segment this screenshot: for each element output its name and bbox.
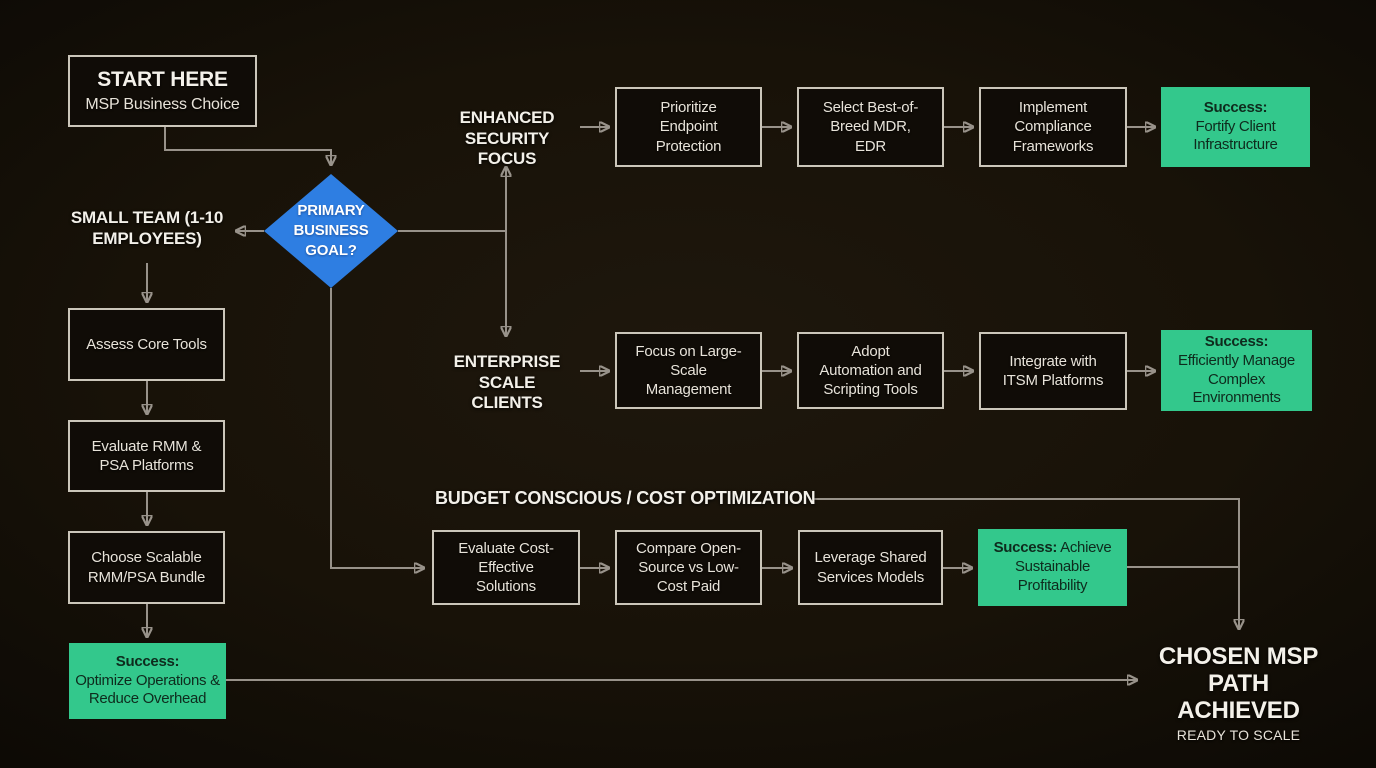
- success-text: Achieve Sustainable Profitability: [1014, 539, 1112, 594]
- label-enterprise-scale-clients: ENTERPRISE SCALE CLIENTS: [453, 352, 561, 413]
- success-text: Optimize Operations & Reduce Overhead: [75, 671, 220, 708]
- node-label: Select Best-of-Breed MDR, EDR: [822, 99, 919, 155]
- node-label: Compare Open-Source vs Low-Cost Paid: [636, 539, 741, 596]
- node-label: Implement Compliance Frameworks: [1012, 99, 1094, 155]
- node-choose-scalable-bundle: Choose Scalable RMM/PSA Bundle: [68, 531, 225, 604]
- node-label: Leverage Shared Services Models: [814, 549, 927, 586]
- label-chosen-msp-path: CHOSEN MSP PATH ACHIEVED READY TO SCALE: [1146, 643, 1331, 743]
- label-budget-conscious-header: BUDGET CONSCIOUS / COST OPTIMIZATION: [435, 488, 816, 508]
- node-assess-core-tools: Assess Core Tools: [68, 308, 225, 381]
- start-subtitle: MSP Business Choice: [85, 96, 240, 114]
- node-integrate-itsm-platforms: Integrate with ITSM Platforms: [979, 332, 1127, 410]
- decision-label: PRIMARY BUSINESS GOAL?: [293, 202, 369, 259]
- node-focus-large-scale-management: Focus on Large-Scale Management: [615, 332, 762, 409]
- node-evaluate-rmm-psa: Evaluate RMM & PSA Platforms: [68, 420, 225, 492]
- success-fortify-client-infrastructure: Success: Fortify Client Infrastructure: [1161, 87, 1310, 167]
- label-enhanced-security-focus: ENHANCED SECURITY FOCUS: [459, 108, 555, 169]
- node-start: START HERE MSP Business Choice: [68, 55, 257, 127]
- node-label: Evaluate Cost-Effective Solutions: [458, 539, 554, 596]
- node-label: Assess Core Tools: [86, 335, 207, 353]
- success-prefix: Success:: [115, 652, 180, 670]
- node-select-best-of-breed: Select Best-of-Breed MDR, EDR: [797, 87, 944, 167]
- node-label: Choose Scalable RMM/PSA Bundle: [87, 549, 206, 586]
- success-prefix: Success:: [1203, 98, 1268, 116]
- node-adopt-automation-scripting: Adopt Automation and Scripting Tools: [797, 332, 944, 409]
- node-leverage-shared-services: Leverage Shared Services Models: [798, 530, 943, 605]
- node-compare-open-source: Compare Open-Source vs Low-Cost Paid: [615, 530, 762, 605]
- node-implement-compliance-frameworks: Implement Compliance Frameworks: [979, 87, 1127, 167]
- node-label: Evaluate RMM & PSA Platforms: [91, 437, 202, 474]
- success-efficiently-manage-environments: Success: Efficiently Manage Complex Envi…: [1161, 330, 1312, 411]
- end-subtitle: READY TO SCALE: [1176, 727, 1301, 744]
- success-prefix: Success:: [993, 539, 1058, 557]
- start-title: START HERE: [97, 67, 228, 91]
- success-text: Fortify Client Infrastructure: [1193, 117, 1278, 154]
- node-label: Adopt Automation and Scripting Tools: [819, 342, 922, 399]
- node-label: Prioritize Endpoint Protection: [655, 99, 722, 155]
- node-label: Focus on Large-Scale Management: [635, 342, 742, 399]
- success-prefix: Success:: [1204, 333, 1269, 350]
- end-title: CHOSEN MSP PATH ACHIEVED: [1158, 643, 1319, 725]
- node-label: Integrate with ITSM Platforms: [1002, 352, 1104, 389]
- node-evaluate-cost-effective: Evaluate Cost-Effective Solutions: [432, 530, 580, 605]
- success-achieve-sustainable-profitability: Success: Achieve Sustainable Profitabili…: [978, 529, 1127, 606]
- success-text: Efficiently Manage Complex Environments: [1178, 351, 1295, 407]
- label-small-team: SMALL TEAM (1-10 EMPLOYEES): [70, 208, 224, 248]
- success-optimize-operations: Success: Optimize Operations & Reduce Ov…: [69, 643, 226, 719]
- node-prioritize-endpoint-protection: Prioritize Endpoint Protection: [615, 87, 762, 167]
